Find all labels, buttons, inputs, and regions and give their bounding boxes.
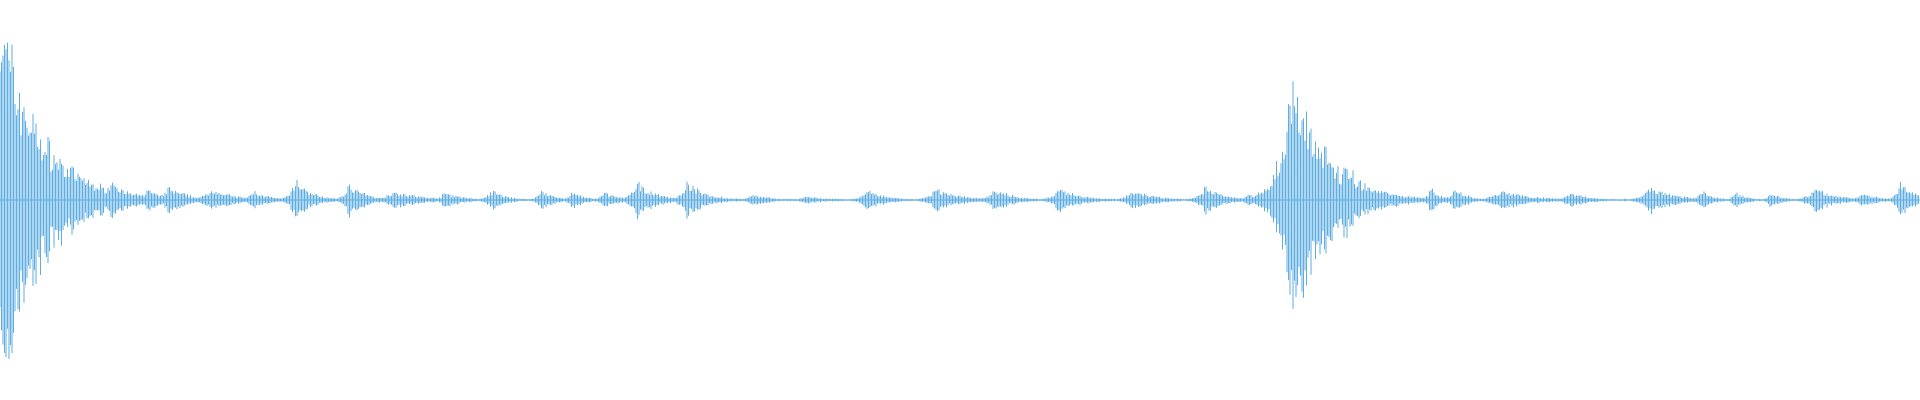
waveform-lines [0, 42, 1920, 359]
